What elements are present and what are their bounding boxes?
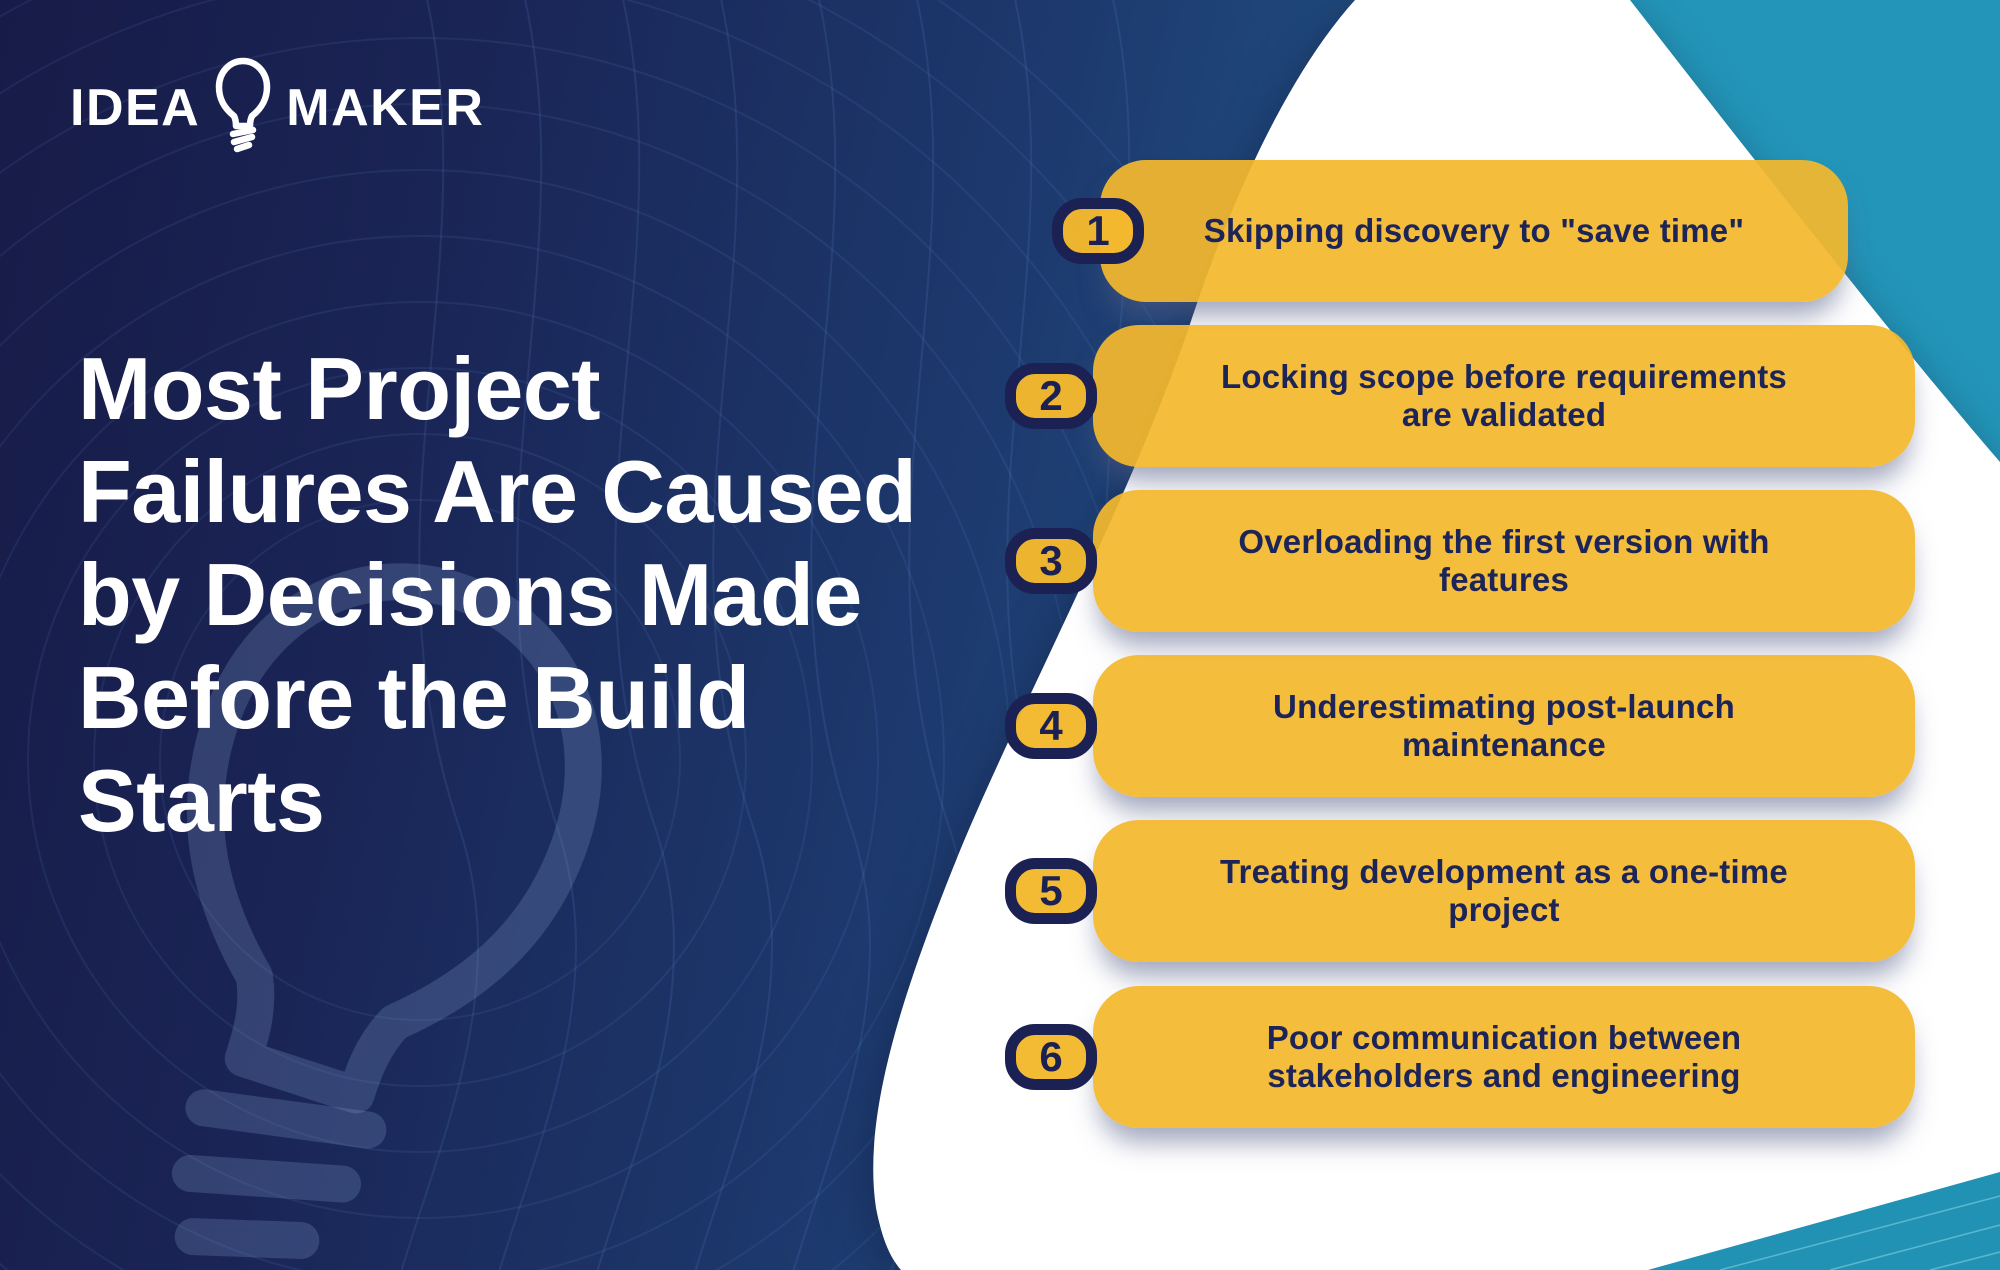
item-number-badge: 1: [1052, 198, 1144, 264]
list-item: 4 Underestimating post-launch maintenance: [1005, 655, 1915, 797]
item-text: Poor communication between stakeholders …: [1266, 1019, 1742, 1094]
item-text: Skipping discovery to "save time": [1203, 212, 1745, 249]
brand-word-idea: IDEA: [70, 79, 201, 137]
title-line: Starts: [78, 751, 325, 850]
item-number-badge: 4: [1005, 693, 1097, 759]
lightbulb-watermark: [171, 563, 602, 1260]
list-item: 2 Locking scope before requirements are v…: [1005, 325, 1915, 467]
item-text: Locking scope before requirements are va…: [1221, 358, 1787, 433]
item-number-badge: 6: [1005, 1024, 1097, 1090]
page-title: Most Project Failures Are Caused by Deci…: [78, 337, 938, 852]
item-text: Treating development as a one-time proje…: [1220, 853, 1788, 928]
brand-word-maker: MAKER: [286, 79, 485, 137]
item-text: Overloading the first version with featu…: [1238, 523, 1770, 598]
teal-bottom-right-wedge: [1648, 1172, 2000, 1270]
title-line: Most Project: [78, 339, 601, 438]
item-number-badge: 5: [1005, 858, 1097, 924]
lightbulb-icon: [216, 57, 271, 153]
list-item: 6 Poor communication between stakeholders…: [1005, 986, 1915, 1128]
item-text: Underestimating post-launch maintenance: [1273, 688, 1735, 763]
brand-logo: IDEA MAKER: [70, 57, 485, 154]
title-line: Failures Are Caused: [78, 442, 917, 541]
list-item: 5 Treating development as a one-time proj…: [1005, 820, 1915, 962]
item-number-badge: 2: [1005, 363, 1097, 429]
list-item: 1 Skipping discovery to "save time": [1052, 160, 1848, 302]
title-line: Before the Build: [78, 648, 750, 747]
title-line: by Decisions Made: [78, 545, 862, 644]
item-number-badge: 3: [1005, 528, 1097, 594]
list-item: 3 Overloading the first version with feat…: [1005, 490, 1915, 632]
